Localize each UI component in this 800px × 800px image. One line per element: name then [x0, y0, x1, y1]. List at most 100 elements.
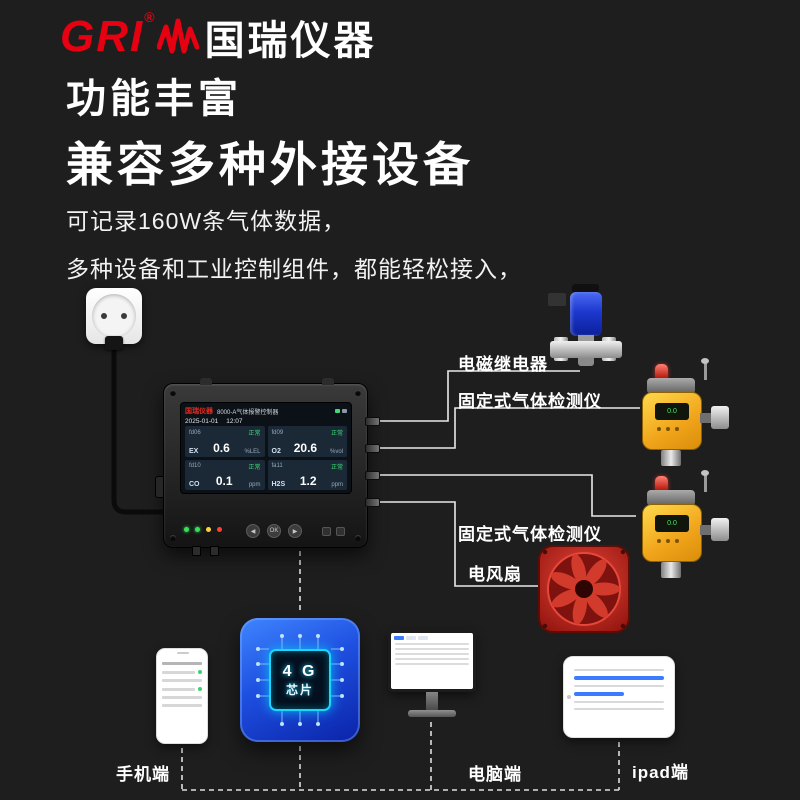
- screw-icon: [355, 390, 361, 396]
- channel-unit: ppm: [331, 482, 343, 488]
- socket-hole-right: [121, 313, 127, 319]
- status-leds: [184, 527, 222, 532]
- channel-id: fa11: [271, 463, 283, 469]
- detector-button: [666, 539, 670, 543]
- cable-gland: [210, 546, 219, 556]
- power-plug: [105, 336, 123, 350]
- monitor-ui-line: [395, 663, 469, 665]
- phone-ui-line: [162, 662, 202, 665]
- monitor-ui-line: [395, 658, 469, 660]
- tablet-ui-line: [574, 708, 664, 710]
- channel-status: 正常: [248, 464, 261, 471]
- waveform-icon: [156, 18, 199, 54]
- channel-gas: H2S: [271, 481, 286, 488]
- detector-button: [675, 539, 679, 543]
- detector-fitting: [711, 518, 729, 541]
- screen-model: 8000-A气体报警控制器: [217, 409, 279, 416]
- monitor-screen: [388, 630, 476, 692]
- headline-line1: 功能丰富: [66, 77, 242, 121]
- detector-top-label: 固定式气体检测仪: [458, 392, 602, 411]
- tablet-ui-bar: [574, 676, 664, 680]
- channel-gas: O2: [271, 447, 281, 455]
- pc-label: 电脑端: [468, 765, 522, 784]
- mount-screw-right: [322, 378, 334, 385]
- fan-graphic: [538, 545, 630, 633]
- channel-id: fd09: [271, 429, 284, 436]
- alarm-beacon: [655, 364, 668, 379]
- channel-panel: fd06 正常 EX 0.6 %LEL: [185, 426, 265, 457]
- channel-grid: fd06 正常 EX 0.6 %LEL fd09 正常 O2: [185, 426, 347, 490]
- phone-ui-line: [162, 696, 202, 699]
- detector-screen: 0.0: [655, 403, 689, 420]
- tablet-mockup: [563, 656, 675, 738]
- left-arrow-button: ◀: [246, 524, 260, 538]
- output-port-2: [365, 444, 380, 453]
- phone-status-dot: [198, 687, 202, 691]
- detector-head: [647, 378, 695, 394]
- detector-button: [675, 427, 679, 431]
- ok-button: OK: [267, 524, 281, 538]
- relay-connector-box: [548, 293, 566, 306]
- phone-ui-line: [162, 704, 202, 707]
- mount-screw-left: [200, 378, 212, 385]
- antenna-icon: [704, 474, 707, 492]
- channel-value: 0.6: [213, 440, 230, 455]
- phone-earpiece: [177, 652, 189, 654]
- chip-label-4g: 4 G: [282, 662, 318, 680]
- detector-head: [647, 490, 695, 506]
- description-line1: 可记录160W条气体数据，: [66, 208, 347, 234]
- screen-date: 2025-01-01: [185, 417, 219, 425]
- output-port-3: [365, 471, 380, 480]
- line-to-detector-bottom: [376, 474, 636, 517]
- monitor-ui-tab: [406, 636, 416, 640]
- antenna-icon: [704, 362, 707, 380]
- tablet-camera: [567, 695, 571, 699]
- phone-ui-line: [162, 679, 202, 682]
- monitor-ui-tab: [418, 636, 428, 640]
- sensor-cylinder: [661, 450, 681, 466]
- channel-panel: fa11 正常 H2S 1.2 ppm: [267, 459, 347, 490]
- monitor-ui-line: [395, 643, 469, 645]
- socket-face: [92, 294, 136, 338]
- gas-alarm-controller: 国瑞仪器 8000-A气体报警控制器 2025-01-01 12:07 fd06…: [155, 378, 380, 556]
- screw-icon: [170, 390, 176, 396]
- phone-mockup: [156, 648, 208, 744]
- detector-bottom-label: 固定式气体检测仪: [458, 525, 602, 544]
- function-keys: [322, 527, 345, 536]
- run-led: [195, 527, 200, 532]
- chip-circuit-traces: [256, 634, 344, 726]
- phone-ui-line: [162, 670, 195, 674]
- socket-hole-left: [101, 313, 107, 319]
- monitor-stand: [426, 692, 438, 710]
- monitor-ui-line: [395, 648, 469, 650]
- solenoid-relay: [548, 284, 628, 374]
- channel-panel: fd09 正常 O2 20.6 %vol: [267, 426, 347, 457]
- battery-icon: [342, 409, 347, 413]
- detector-buttons: [657, 539, 679, 543]
- screen-time: 12:07: [226, 417, 243, 425]
- relay-label: 电磁继电器: [458, 355, 548, 374]
- monitor-ui-tab: [394, 636, 404, 640]
- screw-icon: [355, 535, 361, 541]
- alarm-beacon: [655, 476, 668, 491]
- screen-status-icons: [335, 409, 347, 413]
- output-port-4: [365, 498, 380, 507]
- mount-ear-left: [155, 476, 164, 498]
- monitor-ui-line: [395, 653, 469, 655]
- phone-label: 手机端: [116, 765, 170, 784]
- registered-mark: ®: [144, 9, 155, 25]
- pc-monitor-mockup: [388, 630, 476, 717]
- headline-line2: 兼容多种外接设备: [66, 138, 474, 191]
- detector-gland: [700, 525, 712, 535]
- channel-id: fd06: [189, 429, 201, 436]
- relay-cap: [572, 284, 599, 293]
- cable-gland: [192, 546, 201, 556]
- relay-valve-body: [550, 341, 622, 358]
- signal-icon: [335, 409, 340, 413]
- front-buttons: ◀ OK ▶: [246, 524, 302, 538]
- channel-unit: %LEL: [244, 448, 261, 455]
- detector-gland: [700, 413, 712, 423]
- gas-detector-bottom: 0.0: [634, 470, 738, 580]
- relay-coil: [570, 292, 602, 336]
